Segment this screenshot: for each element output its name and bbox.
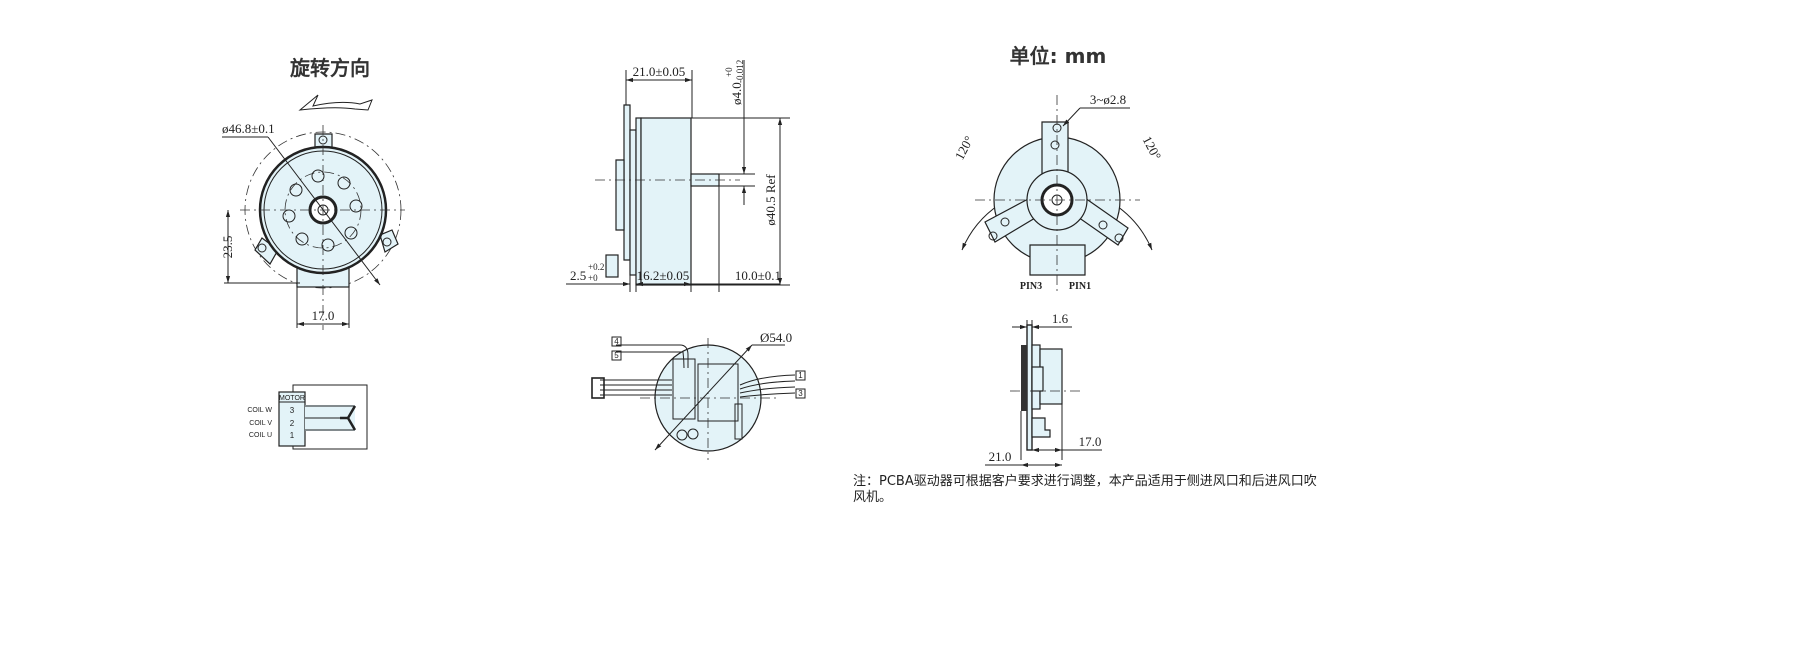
svg-text:2.5: 2.5 (570, 268, 586, 283)
motor-body (640, 117, 692, 286)
note: 注：PCBA驱动器可根据客户要求进行调整，本产品适用于侧进风口和后进风口吹 风机… (853, 474, 1333, 506)
svg-text:-0.012: -0.012 (735, 60, 745, 83)
svg-text:ø4.0: ø4.0 (729, 82, 744, 105)
rotation-arrow-icon (298, 94, 373, 111)
body-diameter-dimension: ø40.5 Ref (763, 174, 778, 226)
svg-text:1: 1 (798, 371, 803, 380)
height-dimension: 23.5 (220, 236, 235, 259)
mount-tab-right (379, 229, 399, 253)
front-view: 旋转方向 ø46.8±0.1 23.5 17.0 (220, 56, 405, 330)
svg-text:5: 5 (614, 351, 619, 360)
body-length-dimension: 16.2±0.05 (637, 268, 690, 283)
angle-left: 120° (952, 133, 977, 162)
side-view: 21.0±0.05 ø4.0 +0 -0.012 ø40.5 Ref 2.5 +… (566, 60, 790, 292)
svg-text:COIL U: COIL U (249, 432, 272, 439)
rotation-direction-title: 旋转方向 (289, 56, 370, 80)
pin1-label: PIN1 (1069, 281, 1091, 292)
wire-tag: 4 (611, 336, 622, 347)
svg-text:COIL W: COIL W (247, 407, 272, 414)
svg-text:+0: +0 (588, 273, 598, 283)
connector (1029, 244, 1086, 276)
wiring-diagram: MOTOR COIL W 3 COIL V 2 COIL U 1 (247, 384, 368, 450)
overall-length-dimension: 21.0±0.05 (633, 64, 686, 79)
wire-tag: 3 (795, 388, 806, 399)
width-dimension: 17.0 (312, 308, 335, 323)
note-line-2: 风机。 (853, 490, 893, 505)
rear-view: 单位: mm 3~ø2.8 120° 120° PIN3 PIN1 (952, 44, 1165, 295)
svg-text:3: 3 (798, 389, 803, 398)
unit-title: 单位: mm (1010, 44, 1107, 68)
motor-header: MOTOR (279, 395, 305, 402)
pcb-side-view: 1.6 17.0 21.0 (985, 311, 1102, 468)
coil-row: COIL V 2 (249, 419, 294, 428)
pin3-label: PIN3 (1020, 281, 1042, 292)
diameter-dimension: ø46.8±0.1 (222, 121, 275, 136)
pcb-diameter-dimension: Ø54.0 (760, 330, 792, 345)
svg-text:+0: +0 (724, 67, 734, 77)
coil-row: COIL U 1 (249, 431, 295, 440)
holes-dimension: 3~ø2.8 (1090, 92, 1126, 107)
angle-right: 120° (1140, 133, 1165, 162)
svg-text:4: 4 (614, 337, 619, 346)
coil-row: COIL W 3 (247, 406, 294, 415)
svg-text:1: 1 (290, 431, 295, 440)
svg-text:2: 2 (290, 419, 295, 428)
shaft-length-dimension: 10.0±0.1 (735, 268, 781, 283)
note-line-1: 注：PCBA驱动器可根据客户要求进行调整，本产品适用于侧进风口和后进风口吹 (853, 474, 1317, 489)
pcb-depth-dimension: 17.0 (1079, 434, 1102, 449)
pcb-view: Ø54.0 4 5 1 3 (591, 330, 806, 460)
shaft-diameter-dimension: ø4.0 +0 -0.012 (724, 60, 745, 105)
pcb-thickness-dimension: 1.6 (1052, 311, 1069, 326)
wire-tag: 1 (795, 370, 806, 381)
svg-text:3: 3 (290, 406, 295, 415)
pcb-gap-dimension: 2.5 +0.2 +0 (570, 262, 604, 283)
pcb-total-dimension: 21.0 (989, 449, 1012, 464)
svg-text:+0.2: +0.2 (588, 262, 604, 272)
svg-text:COIL V: COIL V (249, 420, 272, 427)
wire-tag: 5 (611, 350, 622, 361)
